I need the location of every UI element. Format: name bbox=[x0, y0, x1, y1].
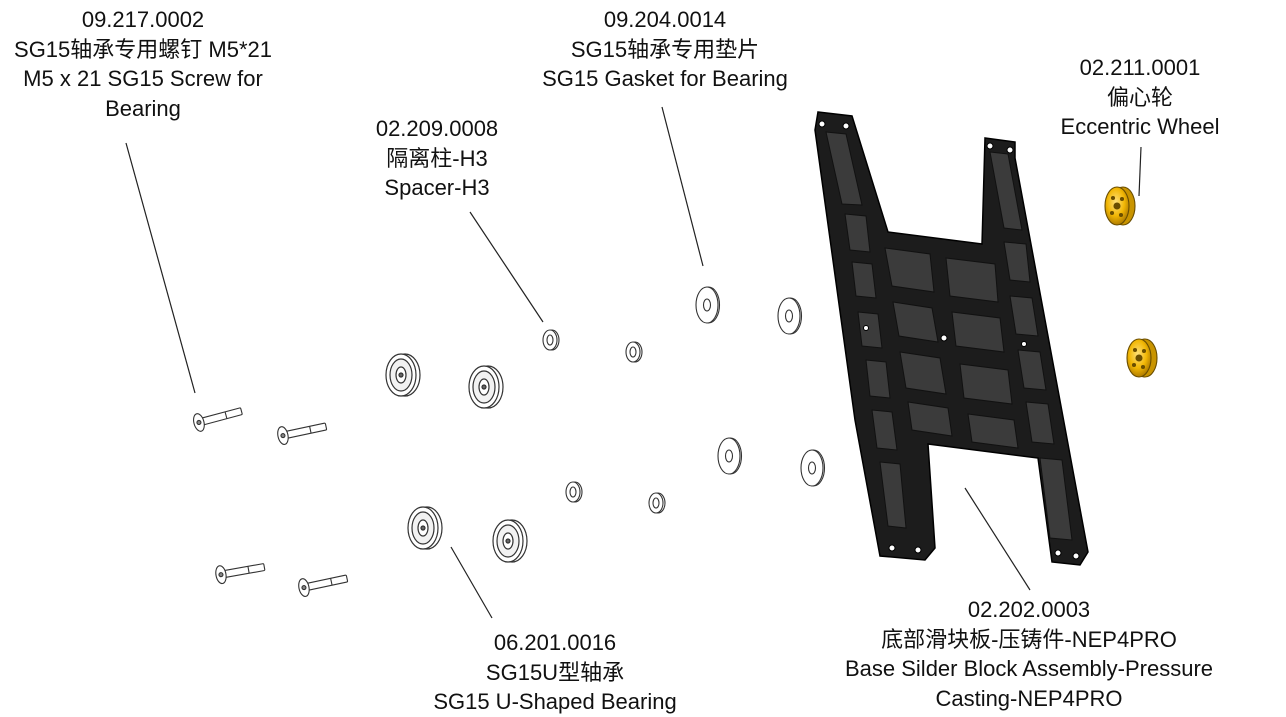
bearing-name-cn: SG15U型轴承 bbox=[485, 659, 625, 685]
bearing-name-en: SG15 U-Shaped Bearing bbox=[433, 689, 677, 714]
screw-part bbox=[193, 407, 243, 432]
gasket-part bbox=[800, 449, 826, 487]
screws bbox=[193, 407, 349, 597]
screw-callout: 09.217.0002 SG15轴承专用螺钉 M5*21 M5 x 21 SG1… bbox=[0, 5, 286, 123]
bearing-callout: 06.201.0016 SG15U型轴承 SG15 U-Shaped Beari… bbox=[410, 628, 700, 717]
screw-leader-line bbox=[125, 142, 196, 394]
bearing-part-number: 06.201.0016 bbox=[493, 630, 617, 655]
spacer-part bbox=[565, 481, 583, 503]
gasket-part bbox=[777, 297, 803, 335]
spacer-name-en: Spacer-H3 bbox=[384, 175, 490, 200]
spacer-callout: 02.209.0008 隔离柱-H3 Spacer-H3 bbox=[357, 114, 517, 203]
gaskets bbox=[695, 286, 826, 487]
bearing-leader-line bbox=[450, 546, 493, 619]
gasket-name-en: SG15 Gasket for Bearing bbox=[542, 66, 788, 91]
screw-part bbox=[215, 563, 266, 585]
plate-callout: 02.202.0003 底部滑块板-压铸件-NEP4PRO Base Silde… bbox=[818, 595, 1240, 713]
spacer-name-cn: 隔离柱-H3 bbox=[386, 145, 488, 171]
wheel-name-cn: 偏心轮 bbox=[1106, 84, 1173, 110]
spacer-part bbox=[542, 329, 560, 351]
gasket-part bbox=[717, 437, 743, 475]
bearing-part bbox=[468, 365, 504, 409]
bearing-part bbox=[407, 506, 443, 550]
gasket-part bbox=[695, 286, 721, 324]
eccentric-wheel-part bbox=[1126, 338, 1158, 378]
wheel-part-number: 02.211.0001 bbox=[1079, 55, 1201, 80]
gasket-callout: 09.204.0014 SG15轴承专用垫片 SG15 Gasket for B… bbox=[520, 5, 810, 94]
screw-part bbox=[277, 422, 328, 445]
gasket-part-number: 09.204.0014 bbox=[603, 7, 727, 32]
eccentric-wheel-part bbox=[1104, 186, 1136, 226]
spacer-part bbox=[648, 492, 666, 514]
bearings bbox=[385, 353, 528, 563]
gasket-leader-line bbox=[661, 106, 704, 267]
bearing-part bbox=[492, 519, 528, 563]
plate-holes bbox=[818, 120, 1080, 560]
screw-part bbox=[298, 574, 349, 597]
spacers bbox=[542, 329, 666, 514]
plate-part-number: 02.202.0003 bbox=[967, 597, 1091, 622]
screw-name-cn: SG15轴承专用螺钉 M5*21 bbox=[14, 36, 272, 62]
plate-name-cn: 底部滑块板-压铸件-NEP4PRO bbox=[881, 626, 1177, 652]
plate-name-en-line1: Base Silder Block Assembly-Pressure bbox=[844, 656, 1214, 681]
plate-name-en-line2: Casting-NEP4PRO bbox=[935, 685, 1123, 711]
leader-lines bbox=[125, 106, 1142, 619]
screw-name-en-line2: Bearing bbox=[105, 95, 181, 121]
screw-name-en-line1: M5 x 21 SG15 Screw for bbox=[23, 66, 263, 91]
wheel-callout: 02.211.0001 偏心轮 Eccentric Wheel bbox=[1040, 53, 1240, 142]
plate-leader-line bbox=[964, 487, 1031, 591]
spacer-leader-line bbox=[469, 211, 544, 323]
eccentric-wheels bbox=[1104, 186, 1158, 378]
gasket-name-cn: SG15轴承专用垫片 bbox=[570, 36, 760, 62]
wheel-name-en: Eccentric Wheel bbox=[1060, 114, 1220, 139]
spacer-part bbox=[625, 341, 643, 363]
wheel-leader-line bbox=[1138, 146, 1142, 197]
screw-part-number: 09.217.0002 bbox=[81, 7, 205, 32]
spacer-part-number: 02.209.0008 bbox=[375, 116, 499, 141]
base-slider-plate bbox=[814, 111, 1089, 566]
bearing-part bbox=[385, 353, 421, 397]
plate-pockets bbox=[825, 131, 1073, 541]
